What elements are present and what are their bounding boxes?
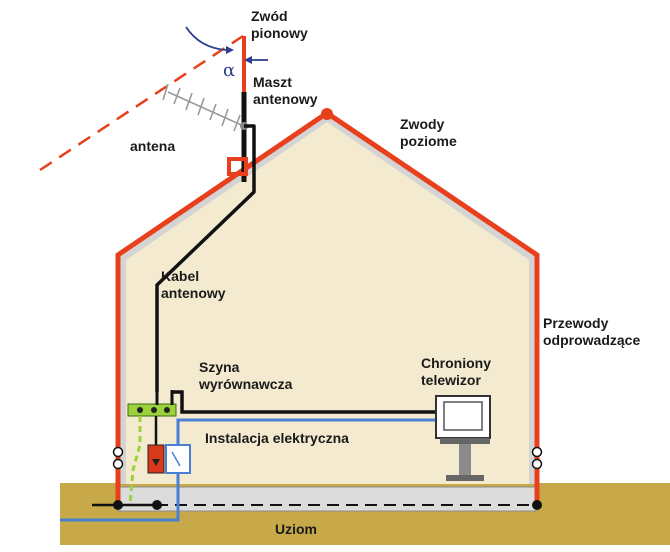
earthing-wire (128, 416, 142, 506)
antenna-cable (155, 124, 256, 392)
tv-antenna-cable (172, 390, 436, 414)
antenna-icon (162, 83, 249, 132)
label-alpha: α (223, 60, 236, 81)
label-earth-electrode: Uziom (275, 521, 317, 537)
switch-blade (171, 451, 181, 467)
house-wall (126, 122, 529, 484)
test-joint-left (112, 446, 124, 470)
surge-arrester-symbol (152, 459, 160, 466)
label-antenna: antena (130, 138, 176, 154)
ground-joint-bar (152, 500, 162, 510)
television-icon (435, 395, 491, 481)
test-joint-right (531, 446, 543, 470)
earth-electrode-strip (117, 486, 537, 512)
ground-joint-left (113, 500, 123, 510)
electrical-switch (165, 444, 191, 474)
angle-arrowhead-right (244, 56, 252, 64)
ridge-connection-point (321, 108, 333, 120)
bar-terminal (151, 407, 157, 413)
mast-clamp (227, 157, 248, 176)
label-electrical-installation: Instalacja elektryczna (205, 430, 349, 446)
angle-arrow-left (185, 26, 227, 51)
angle-arrowhead-left (226, 46, 234, 54)
bar-terminal (137, 407, 143, 413)
ground-joint-right (532, 500, 542, 510)
protection-angle-line (39, 34, 244, 172)
bar-terminal (164, 407, 170, 413)
